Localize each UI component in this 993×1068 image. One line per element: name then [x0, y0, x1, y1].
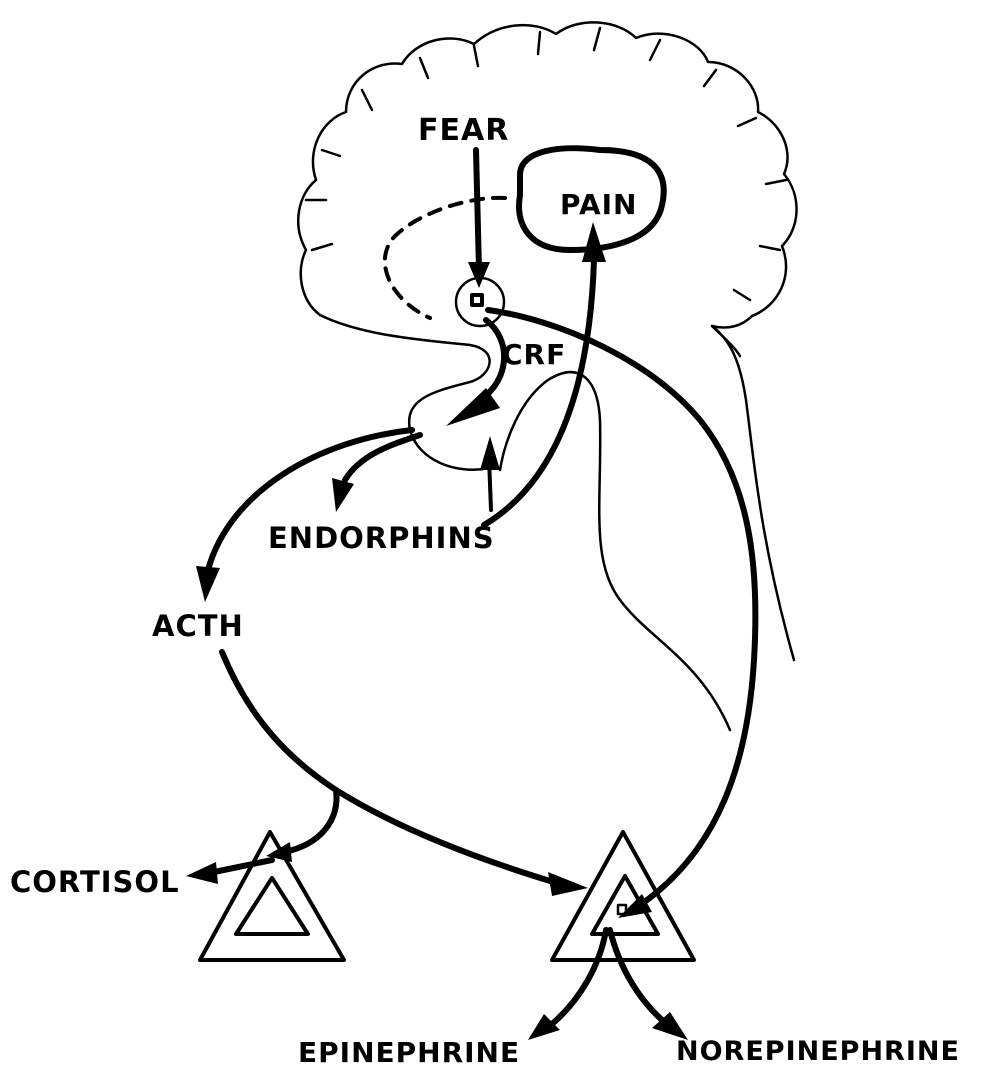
fear-label: FEAR — [418, 113, 509, 148]
brain-outline — [298, 22, 796, 356]
pain-arrow-head — [582, 222, 606, 262]
pain-label: PAIN — [560, 188, 637, 221]
cortisol-label: CORTISOL — [10, 865, 180, 899]
adrenal-right-outer — [552, 832, 694, 960]
acth-down-path — [222, 652, 560, 884]
endorphins-arrow-head — [332, 478, 354, 512]
adrenal-left-outer — [200, 832, 344, 960]
limbic-dashed-loop — [385, 198, 505, 318]
norepinephrine-label: NOREPINEPHRINE — [676, 1036, 960, 1067]
fear-arrow-head — [468, 262, 490, 288]
nucleus-core — [472, 295, 482, 305]
fear-arrow — [476, 150, 479, 270]
brainstem-inner-loop — [500, 372, 730, 730]
cortisol-output-arrow — [214, 860, 272, 872]
endorphins-up-head — [480, 436, 500, 470]
cortex-folds — [306, 28, 786, 300]
endorphins-to-pain-arrow — [484, 260, 594, 525]
acth-arrow-head — [196, 566, 220, 602]
cortisol-branch-path — [284, 790, 337, 852]
norepinephrine-arrow — [610, 930, 662, 1020]
adrenal-right-arrow-head — [548, 872, 588, 896]
endorphins-label: ENDORPHINS — [268, 521, 495, 555]
acth-label: ACTH — [152, 609, 244, 643]
epinephrine-label: EPINEPHRINE — [298, 1036, 520, 1068]
adrenal-right-core — [618, 905, 626, 914]
crf-arrow — [480, 320, 504, 400]
cortisol-arrow-head — [186, 862, 218, 884]
crf-label: CRF — [502, 338, 566, 371]
adrenal-left-inner — [236, 878, 308, 934]
